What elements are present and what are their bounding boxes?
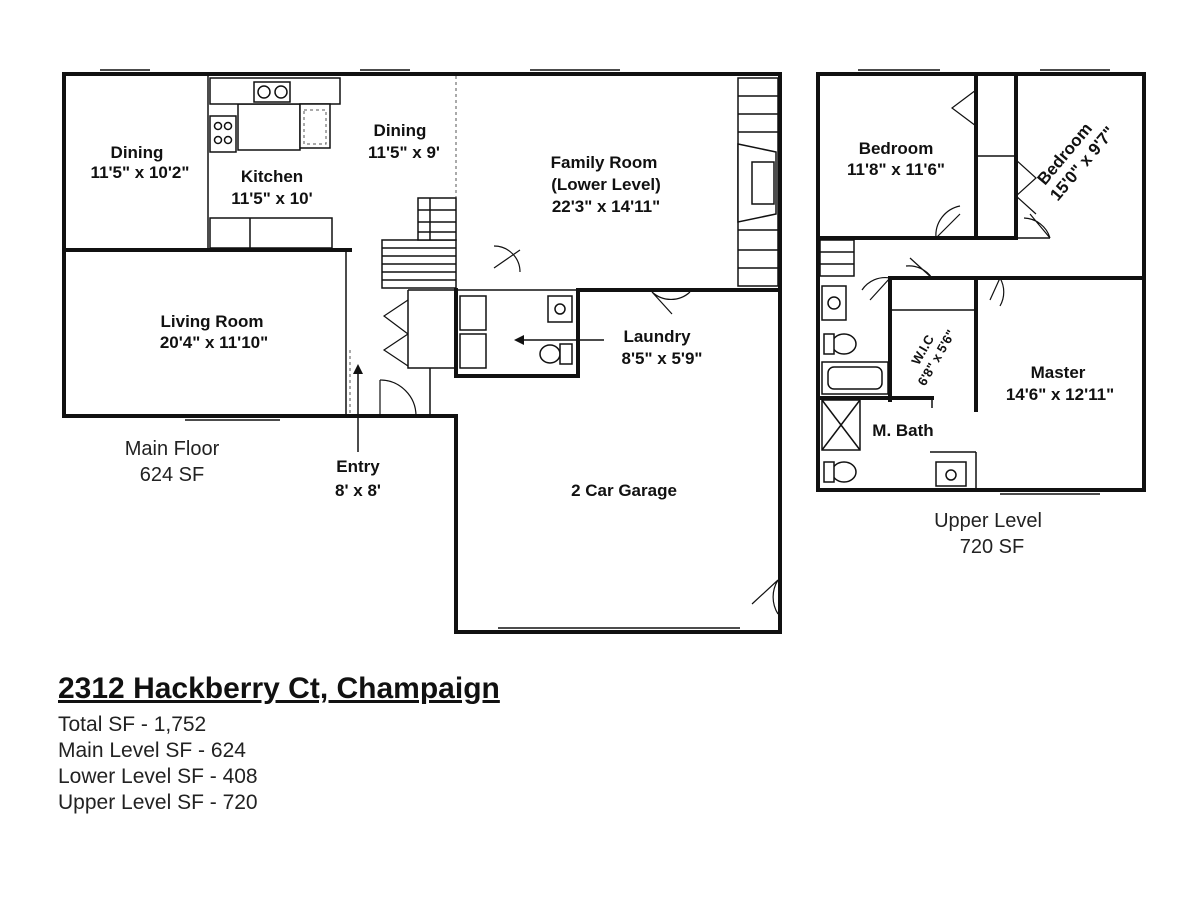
kitchen-stove-icon	[209, 115, 237, 153]
front-door-swing	[379, 379, 417, 417]
garage-name: 2 Car Garage	[571, 481, 677, 500]
wic-door-swing	[905, 257, 933, 279]
bedroom-2-label-group: Bedroom 15'0" x 9'7"	[1033, 119, 1118, 204]
entry-arrow-head	[353, 364, 363, 374]
sink-basin-right	[274, 85, 288, 99]
upper-level-caption: Upper Level	[934, 510, 1042, 532]
burner-2	[223, 121, 233, 131]
bedroom-1-name: Bedroom	[859, 139, 934, 158]
entry-size: 8' x 8'	[335, 481, 381, 500]
upper-sink-icon	[821, 285, 847, 321]
property-summary: 2312 Hackberry Ct, Champaign Total SF - …	[58, 672, 500, 816]
half-bath-toilet-icon	[539, 344, 561, 364]
upper-level-area: 720 SF	[960, 536, 1024, 558]
upper-sink-basin	[827, 296, 841, 310]
upper-toilet-tank	[823, 333, 835, 355]
total-sf-line: Total SF - 1,752	[58, 713, 207, 736]
wic-label-group: W.I.C 6'8" x 5'6"	[908, 327, 958, 388]
shower-cross-b	[821, 399, 861, 451]
laundry-arrow-head	[514, 335, 524, 345]
living-room-size: 20'4" x 11'10"	[160, 333, 268, 352]
burner-4	[223, 135, 233, 145]
garage-side-door-swing	[751, 579, 779, 615]
property-address: 2312 Hackberry Ct, Champaign	[58, 672, 500, 705]
kitchen-lower-counter	[209, 217, 333, 249]
refrigerator-dashed-outline	[303, 109, 327, 145]
master-toilet-tank	[823, 461, 835, 483]
sink-basin-left	[257, 85, 271, 99]
dining-center-size: 11'5" x 9'	[368, 143, 440, 162]
upper-level-outer-wall	[816, 72, 1146, 492]
kitchen-sink-icon	[253, 81, 291, 103]
stair-door-swing	[493, 245, 521, 273]
entry-name: Entry	[336, 457, 380, 476]
main-floor-caption: Main Floor	[125, 438, 220, 460]
kitchen-name: Kitchen	[241, 167, 303, 186]
bath-door-swing	[861, 277, 891, 301]
kitchen-refrigerator-icon	[299, 103, 331, 149]
family-room-size: 22'3" x 14'11"	[552, 197, 660, 216]
upper-level-sf-line: Upper Level SF - 720	[58, 791, 258, 814]
master-door-swing	[989, 277, 1005, 307]
upper-toilet-icon	[831, 333, 857, 355]
washer-icon	[459, 295, 487, 331]
stairs-icon	[381, 197, 457, 289]
master-name: Master	[1031, 363, 1086, 382]
burner-1	[213, 121, 223, 131]
master-vanity-basin	[945, 469, 957, 481]
upper-level-plan: Bedroom 11'8" x 11'6" Bedroom 15'0" x 9'…	[816, 69, 1146, 558]
dining-left-name: Dining	[111, 143, 164, 162]
laundry-name: Laundry	[623, 327, 691, 346]
living-room-name: Living Room	[161, 312, 264, 331]
burner-3	[213, 135, 223, 145]
main-floor-plan: Dining 11'5" x 10'2" Kitchen 11'5" x 10'…	[62, 69, 782, 634]
upper-stairs-icon	[819, 239, 855, 277]
toilet-tank	[559, 343, 573, 365]
closet-bifold-door	[382, 299, 409, 367]
bedroom-2-closet-door	[1015, 159, 1037, 215]
master-vanity-sink-icon	[935, 461, 967, 487]
bedroom-1-closet-door	[951, 89, 977, 127]
bathtub-basin	[827, 366, 883, 390]
lower-level-sf-line: Lower Level SF - 408	[58, 765, 258, 788]
family-room-name: Family Room	[551, 153, 658, 172]
master-size: 14'6" x 12'11"	[1006, 385, 1114, 404]
dining-left-size: 11'5" x 10'2"	[91, 163, 190, 182]
dining-center-name: Dining	[374, 121, 427, 140]
main-floor-outer-wall	[62, 72, 782, 634]
kitchen-island	[237, 103, 301, 151]
master-bath-name: M. Bath	[872, 421, 933, 440]
fireplace-icon	[737, 77, 779, 287]
main-level-sf-line: Main Level SF - 624	[58, 739, 246, 762]
master-toilet-icon	[831, 461, 857, 483]
bedroom-2-door-swing	[1023, 213, 1051, 239]
laundry-sink-drain	[554, 303, 566, 315]
garage-entry-door-swing	[651, 291, 691, 315]
kitchen-size: 11'5" x 10'	[231, 189, 312, 208]
bedroom-1-door-swing	[935, 205, 961, 239]
laundry-size: 8'5" x 5'9"	[622, 349, 703, 368]
entry-closet	[407, 289, 457, 369]
laundry-sink-icon	[547, 295, 573, 323]
bedroom-1-size: 11'8" x 11'6"	[847, 160, 945, 179]
main-floor-area: 624 SF	[140, 464, 204, 486]
family-room-subname: (Lower Level)	[551, 175, 661, 194]
dryer-icon	[459, 333, 487, 369]
